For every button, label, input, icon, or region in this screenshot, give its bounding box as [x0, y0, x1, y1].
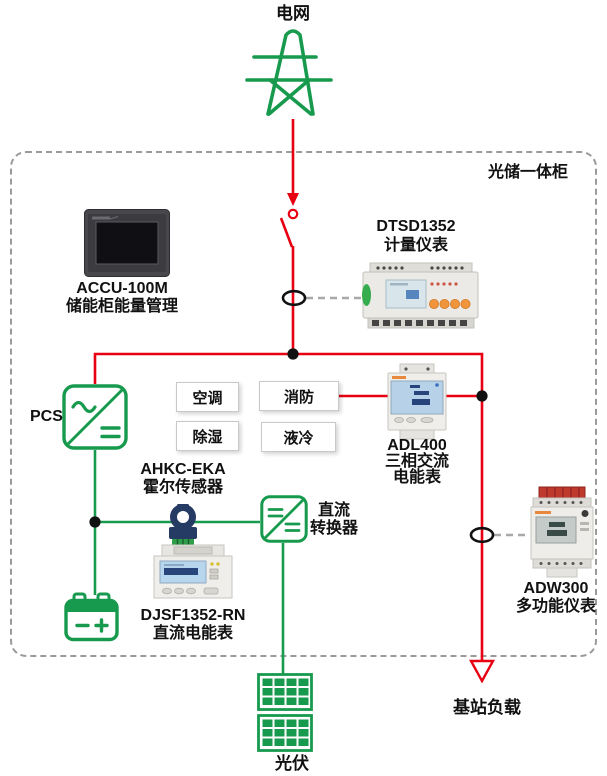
- ct-icon-main: [281, 289, 307, 307]
- djsf1352-meter-image: [153, 544, 233, 599]
- pv-label: 光伏: [275, 754, 309, 773]
- dc-converter-icon: [260, 495, 308, 543]
- dcdc-label-line1: 直流: [317, 502, 351, 519]
- adw300-meter-image: [530, 486, 594, 578]
- pcs-converter-icon: [62, 384, 128, 450]
- cabinet-dashed-border: [10, 151, 597, 657]
- measurement-links: [306, 296, 529, 537]
- adl400-model-label: ADL400: [387, 437, 447, 454]
- accu-desc-label: 储能柜能量管理: [65, 298, 179, 315]
- aux-box-dehumidify: 除湿: [176, 421, 239, 451]
- load-arrow-icon: [468, 659, 496, 684]
- junction-dot: [476, 390, 488, 402]
- aux-box-aircon: 空调: [176, 382, 239, 412]
- djsf-model-label: DJSF1352-RN: [140, 607, 246, 624]
- breaker-icon: [287, 208, 299, 220]
- dtsd-model-label: DTSD1352: [376, 218, 456, 235]
- flow-arrow-down-icon: [287, 193, 299, 206]
- junction-dot: [287, 348, 299, 360]
- pcs-label: PCS: [30, 408, 63, 425]
- grid-tower-icon: [245, 29, 333, 116]
- adl400-desc1-label: 三相交流: [384, 453, 450, 470]
- ct-icon-load: [469, 526, 495, 544]
- battery-icon: [64, 592, 119, 642]
- djsf-desc-label: 直流电能表: [152, 625, 234, 642]
- accu-100m-hmi-image: [84, 209, 170, 277]
- pv-panel-icon: [257, 714, 313, 752]
- cabinet-title: 光储一体柜: [487, 164, 569, 181]
- ahkc-desc-label: 霍尔传感器: [142, 479, 224, 496]
- dtsd-desc-label: 计量仪表: [383, 237, 449, 254]
- grid-label: 电网: [276, 4, 310, 23]
- aux-box-liquid-cooling: 液冷: [261, 422, 336, 452]
- dcdc-label-line2: 转换器: [309, 520, 359, 537]
- adl400-meter-image: [387, 363, 447, 440]
- adw300-desc-label: 多功能仪表: [515, 598, 597, 615]
- dtsd1352-meter-image: [362, 262, 479, 329]
- accu-model-label: ACCU-100M: [76, 280, 168, 297]
- aux-box-fire: 消防: [259, 381, 339, 411]
- junction-dot: [89, 516, 101, 528]
- breaker-blade: [279, 217, 294, 248]
- pv-panel-icon: [257, 673, 313, 711]
- load-label: 基站负载: [453, 698, 521, 717]
- ahkc-model-label: AHKC-EKA: [140, 461, 226, 478]
- adl400-desc2-label: 电能表: [392, 469, 442, 486]
- hall-sensor-icon: [169, 504, 197, 546]
- adw300-model-label: ADW300: [523, 580, 589, 597]
